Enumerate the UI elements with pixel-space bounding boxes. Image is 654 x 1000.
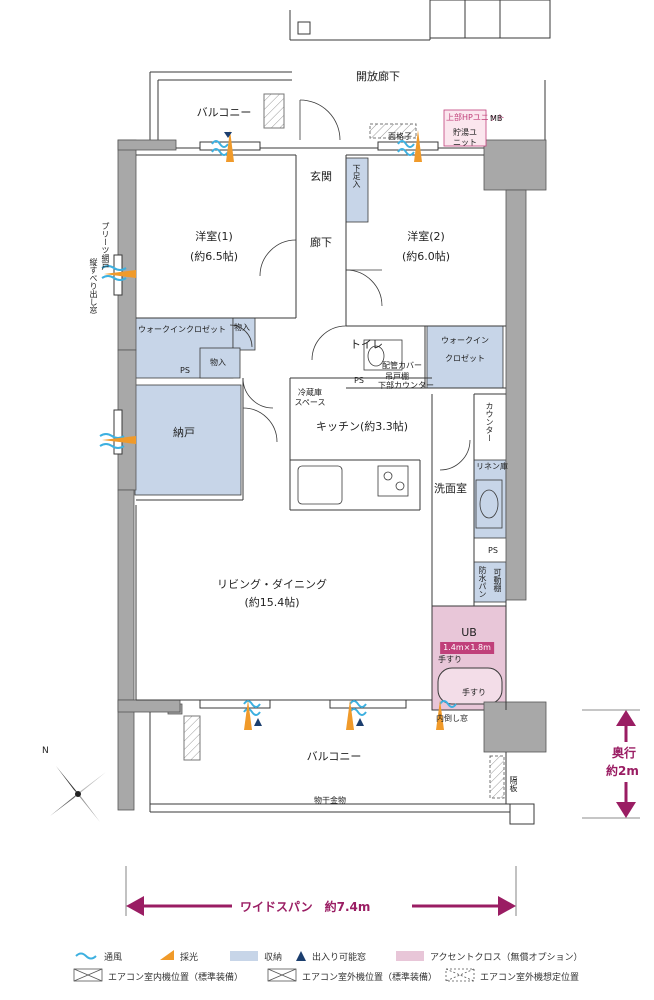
living-size-label: (約15.4帖) <box>244 596 300 609</box>
wide-span-label: ワイドスパン 約7.4m <box>240 900 371 914</box>
movable-shelf-label: 可動棚 <box>493 568 502 592</box>
room2-label: 洋室(2) <box>407 230 445 243</box>
open-corridor-area <box>149 0 551 145</box>
legend-icons <box>73 950 475 982</box>
inner-rail-label: 内倒し窓 <box>436 714 468 723</box>
nando-label: 納戸 <box>173 426 195 439</box>
ac-outdoor-unit-bottom <box>183 715 201 761</box>
legend-accent-cloth: アクセントクロス（無償オプション） <box>430 953 583 963</box>
kitchen-fixtures <box>297 339 503 529</box>
room1-size-label: (約6.5帖) <box>189 250 239 263</box>
fridge-label2: スペース <box>294 398 326 407</box>
span-dimension-arrow <box>126 896 516 916</box>
pipe-cover-label: 配管カバー <box>382 361 422 370</box>
legend-ventilation: 通風 <box>104 953 123 963</box>
ac-outdoor-dashed-icon <box>445 968 475 982</box>
hp-unit-label: 上部HPユニット <box>446 113 505 122</box>
open-corridor-label: 開放廊下 <box>356 70 400 83</box>
shoe-box-label: 下足入 <box>352 164 361 188</box>
storage1-label: 物入 <box>234 323 250 332</box>
structural-walls <box>117 139 547 811</box>
grille-label: 面格子 <box>388 132 412 141</box>
washroom-label: 洗面室 <box>434 482 467 495</box>
laundry-label: 物干金物 <box>314 796 346 805</box>
storage-unit-label: 貯湯ユニット <box>453 128 477 147</box>
ventilation-marks <box>99 140 457 716</box>
ac-outdoor-icon <box>267 968 297 982</box>
room2-size-label: (約6.0帖) <box>401 250 451 263</box>
counter-label: カウンター <box>485 402 494 442</box>
mb-label: MB <box>490 114 503 123</box>
bathtub <box>437 667 503 705</box>
ub-size-badge: 1.4m×1.8m <box>440 642 494 654</box>
accent-cloth-swatch-icon <box>396 951 424 961</box>
storage2-label: 物入 <box>210 358 226 367</box>
legend-ac-indoor: エアコン室内機位置（標準装備） <box>108 973 244 983</box>
ps1-label: PS <box>180 366 190 375</box>
storage-areas <box>134 157 507 603</box>
balcony-top-label: バルコニー <box>196 106 252 119</box>
legend-ac-outdoor: エアコン室外機位置（標準装備） <box>302 973 438 983</box>
door-swings <box>229 99 471 471</box>
ps3-label: PS <box>488 546 498 555</box>
fridge-label1: 冷蔵庫 <box>298 388 322 397</box>
room1-label: 洋室(1) <box>195 230 233 243</box>
hanging-shelf-label: 吊戸棚 <box>385 372 409 381</box>
ac-outdoor-unit-top <box>263 93 285 129</box>
walkin-closet2a-label: ウォークイン <box>441 336 489 345</box>
ub-label: UB <box>461 626 477 639</box>
slide-out-label: 縦すべり出し窓 <box>89 258 98 314</box>
ps2-label: PS <box>354 376 364 385</box>
walkin-closet1-label: ウォークインクロゼット <box>138 325 226 334</box>
depth-dimension-arrow <box>616 710 636 818</box>
pleat-screen-label: プリーツ網戸 <box>101 222 110 270</box>
legend-door-window: 出入り可能窓 <box>312 953 367 963</box>
compass-rose-icon <box>50 766 106 822</box>
legend-daylight: 採光 <box>180 953 199 963</box>
toilet-label: トイレ <box>350 338 383 351</box>
daylight-marks <box>102 130 444 730</box>
bottom-balcony <box>149 712 535 825</box>
ac-indoor-icon <box>73 968 103 982</box>
depth-label-line2: 約2m <box>606 764 639 778</box>
waterproof-pan-label: 防水パン <box>478 566 487 598</box>
hallway-label: 廊下 <box>310 236 332 249</box>
legend-ac-outdoor-dashed: エアコン室外機想定位置 <box>480 973 580 983</box>
ventilation-wave-icon <box>75 952 97 960</box>
door-window-marks <box>224 132 364 726</box>
divider-label: 隔板 <box>509 776 518 792</box>
linen-label: リネン庫 <box>476 462 508 471</box>
kitchen-label: キッチン(約3.3帖) <box>315 420 409 433</box>
storage-swatch-icon <box>230 951 258 961</box>
hp-unit-box <box>443 109 487 147</box>
walkin-closet2b-label: クロゼット <box>445 354 485 363</box>
living-label: リビング・ダイニング <box>217 578 327 591</box>
balcony-bottom-label: バルコニー <box>306 750 362 763</box>
lower-counter-label: 下部カウンター <box>378 381 434 390</box>
handrail1-label: 手すり <box>438 655 462 664</box>
entrance-label: 玄関 <box>310 170 332 183</box>
depth-label-line1: 奥行 <box>612 746 637 760</box>
daylight-wedge-icon <box>160 950 174 960</box>
column-marker <box>297 21 311 35</box>
handrail2-label: 手すり <box>462 688 486 697</box>
ac-outdoor-dashed-bottom <box>489 755 505 799</box>
ac-outdoor-dashed-top <box>369 123 417 139</box>
compass-north-label: N <box>42 746 49 756</box>
door-window-triangle-icon <box>296 951 306 961</box>
legend-storage: 収納 <box>264 953 283 963</box>
